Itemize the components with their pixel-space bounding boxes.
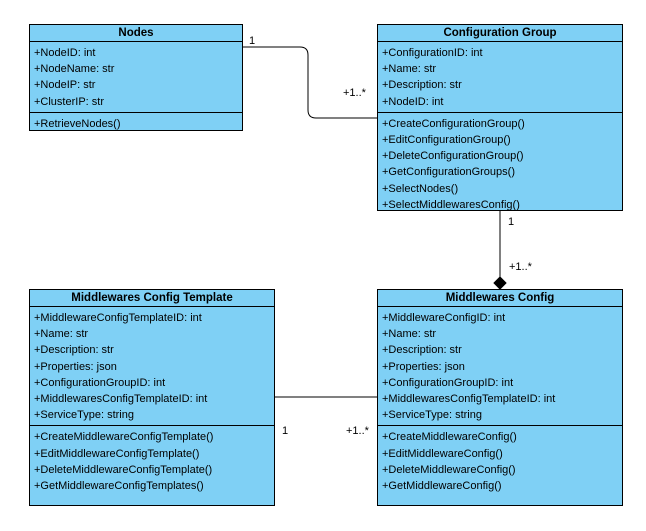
method: +EditMiddlewareConfigTemplate() — [34, 447, 200, 460]
attribute: +Properties: json — [34, 360, 117, 373]
method: +DeleteConfigurationGroup() — [382, 150, 524, 163]
method: +EditConfigurationGroup() — [382, 134, 511, 147]
class-title: Middlewares Config Template — [30, 290, 274, 307]
attribute: +NodeID: int — [34, 47, 96, 59]
multiplicity-label: 1 — [249, 35, 256, 47]
method: +GetMiddlewareConfigTemplates() — [34, 480, 204, 493]
attribute: +ClusterIP: str — [34, 95, 104, 108]
method: +RetrieveNodes() — [34, 117, 121, 130]
attribute: +Description: str — [382, 79, 462, 92]
attribute: +ServiceType: string — [34, 409, 134, 422]
method: +GetMiddlewareConfig() — [382, 480, 502, 493]
multiplicity-label: 1 — [508, 216, 515, 228]
attributes-section: +MiddlewareConfigID: int +Name: str +Des… — [378, 307, 622, 425]
attributes-section: +MiddlewareConfigTemplateID: int +Name: … — [30, 307, 274, 425]
class-title: Middlewares Config — [378, 290, 622, 307]
attribute: +ConfigurationGroupID: int — [34, 376, 166, 389]
composition-diamond — [493, 276, 507, 290]
attributes-section: +ConfigurationID: int +Name: str +Descri… — [378, 42, 622, 112]
attribute: +Name: str — [382, 328, 437, 341]
multiplicity-label: +1..* — [346, 425, 369, 437]
attribute: +Description: str — [382, 344, 462, 357]
method: +DeleteMiddlewareConfig() — [382, 463, 516, 476]
attribute: +MiddlewaresConfigTemplateID: int — [382, 393, 556, 406]
attribute: +NodeName: str — [34, 63, 115, 76]
attribute: +Name: str — [382, 63, 437, 76]
attribute: +Name: str — [34, 328, 89, 341]
attribute: +NodeIP: str — [34, 79, 96, 92]
attribute: +ConfigurationID: int — [382, 47, 483, 59]
attribute: +MiddlewareConfigID: int — [382, 312, 506, 324]
method: +CreateConfigurationGroup() — [382, 117, 525, 130]
method: +SelectMiddlewaresConfig() — [382, 198, 520, 211]
class-title: Nodes — [30, 25, 242, 42]
class-configuration-group[interactable]: Configuration Group +ConfigurationID: in… — [377, 24, 623, 211]
attributes-section: +NodeID: int +NodeName: str +NodeIP: str… — [30, 42, 242, 112]
class-nodes[interactable]: Nodes +NodeID: int +NodeName: str +NodeI… — [29, 24, 243, 131]
attribute: +ServiceType: string — [382, 409, 482, 422]
methods-section: +RetrieveNodes() — [30, 111, 242, 134]
attribute: +Properties: json — [382, 360, 465, 373]
method: +SelectNodes() — [382, 182, 459, 195]
methods-section: +CreateConfigurationGroup() +EditConfigu… — [378, 111, 622, 215]
attribute: +MiddlewaresConfigTemplateID: int — [34, 393, 208, 406]
multiplicity-label: +1..* — [509, 261, 532, 273]
multiplicity-label: +1..* — [343, 87, 366, 99]
method: +EditMiddlewareConfig() — [382, 447, 503, 460]
method: +DeleteMiddlewareConfigTemplate() — [34, 463, 213, 476]
method: +CreateMiddlewareConfig() — [382, 431, 517, 444]
class-middlewares-config-template[interactable]: Middlewares Config Template +MiddlewareC… — [29, 289, 275, 506]
attribute: +Description: str — [34, 344, 114, 357]
method: +GetConfigurationGroups() — [382, 166, 515, 179]
methods-section: +CreateMiddlewareConfigTemplate() +EditM… — [30, 425, 274, 496]
class-middlewares-config[interactable]: Middlewares Config +MiddlewareConfigID: … — [377, 289, 623, 506]
attribute: +ConfigurationGroupID: int — [382, 376, 514, 389]
attribute: +MiddlewareConfigTemplateID: int — [34, 312, 202, 324]
attribute: +NodeID: int — [382, 95, 444, 108]
class-title: Configuration Group — [378, 25, 622, 42]
association-nodes-group — [243, 46, 377, 119]
method: +CreateMiddlewareConfigTemplate() — [34, 431, 214, 444]
methods-section: +CreateMiddlewareConfig() +EditMiddlewar… — [378, 425, 622, 496]
multiplicity-label: 1 — [282, 425, 289, 437]
